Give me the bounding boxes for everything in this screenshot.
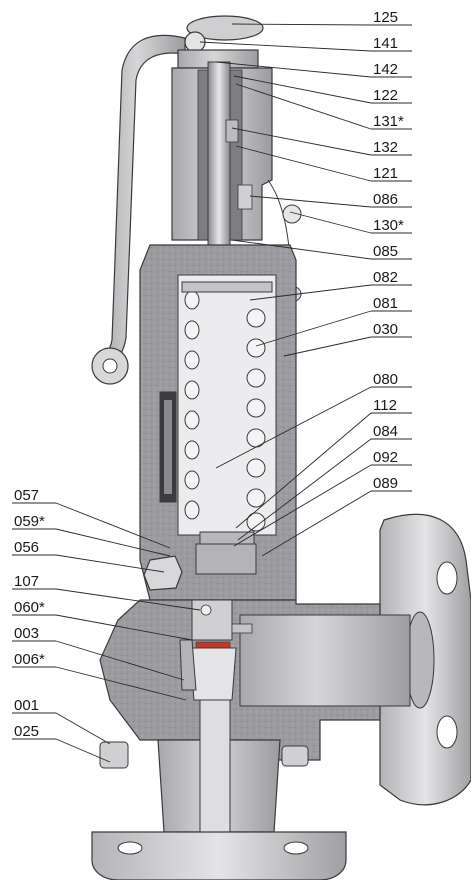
inlet-flange [91,831,347,880]
part-label-left: 003 [14,625,39,642]
part-label-right: 092 [373,449,398,466]
part-label-left: 025 [14,723,39,740]
part-label-left: 006* [14,651,45,668]
part-label-right: 142 [373,61,398,78]
leader-lines [12,23,412,763]
leader-line [237,438,372,541]
valve-drawing [91,15,471,880]
leader-line [55,666,187,701]
leader-line [55,554,165,573]
part-label-right: 131* [373,113,404,130]
leader-line [261,490,372,557]
stud-right [281,745,309,767]
lever-eye-hole [102,358,118,374]
leader-line [283,336,372,357]
part-label-left: 060* [14,599,45,616]
disc-pin [200,604,212,616]
leader-line [55,614,193,641]
inlet-flange-hole-left [117,841,143,855]
leader-line [233,464,372,547]
soft-seal [195,641,231,649]
adjusting-screw [225,119,239,143]
upper-spring-plate [181,281,273,293]
part-label-right: 121 [373,165,398,182]
leader-line [55,502,171,549]
leader-line [249,195,372,208]
part-label-left: 001 [14,697,39,714]
part-label-right: 141 [373,35,398,52]
vent-plug [143,555,183,591]
leader-line [231,23,372,26]
guide [195,543,257,575]
flange-bolt-hole-bottom [436,715,458,749]
nozzle [189,647,237,701]
spring [184,290,266,532]
part-label-right: 081 [373,295,398,312]
part-label-right: 084 [373,423,398,440]
part-label-right: 086 [373,191,398,208]
leader-line [215,61,372,78]
part-label-right: 089 [373,475,398,492]
part-label-right: 030 [373,321,398,338]
part-label-right: 082 [373,269,398,286]
leader-line [55,712,111,745]
leader-line [55,588,201,611]
part-label-left: 107 [14,573,39,590]
inlet-flange-hole-right [283,841,309,855]
stud-left [99,741,129,769]
leader-line [55,738,111,763]
leader-line [199,41,372,52]
disc-holder [191,599,233,641]
part-label-right: 080 [373,371,398,388]
flange-bolt-hole-top [436,561,458,595]
part-label-right: 125 [373,9,398,26]
part-label-left: 057 [14,487,39,504]
part-number-labels: 125 141 142 122 131* 132 121 086 130* 085 082 081 03… [14,9,404,740]
adjusting-ring-screw [231,623,253,634]
bonnet-window-inner [164,400,172,494]
part-label-left: 056 [14,539,39,556]
leader-line [235,412,372,529]
adjusting-ring [179,639,197,691]
leader-line [215,386,372,469]
seal [282,204,302,224]
leader-line [233,75,372,104]
leader-line [231,239,372,260]
lock-nut [237,184,253,210]
leader-line [289,211,372,234]
leader-line [255,310,372,347]
cap-top [186,15,264,41]
part-label-right: 132 [373,139,398,156]
part-label-left: 059* [14,513,45,530]
leader-line [235,83,372,130]
leader-line [55,640,185,681]
part-label-right: 112 [373,397,397,414]
part-label-right: 130* [373,217,404,234]
leader-line [249,284,372,301]
part-label-right: 085 [373,243,398,260]
leader-line [235,145,372,182]
leader-line [231,127,372,156]
leader-line [55,528,171,557]
part-label-right: 122 [373,87,398,104]
outlet-pipe [239,614,411,707]
